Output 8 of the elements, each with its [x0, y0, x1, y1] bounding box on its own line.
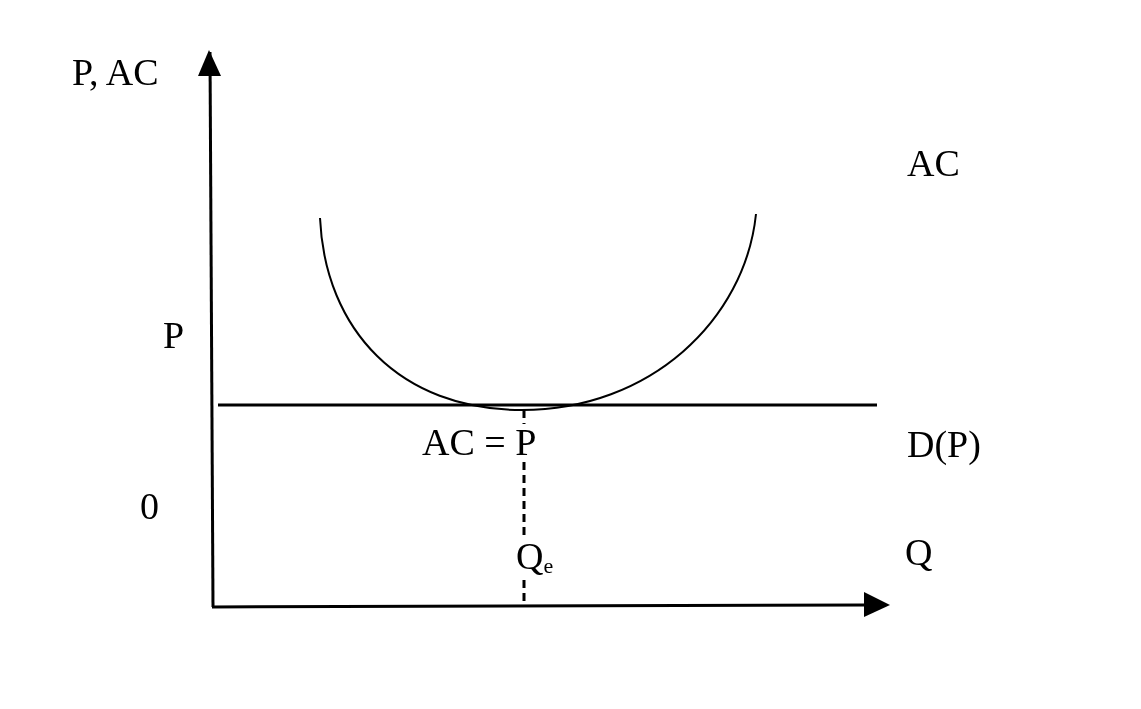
axis-label: P, AC — [72, 53, 159, 91]
curve-label: AC — [907, 144, 960, 182]
origin-label: 0 — [140, 487, 159, 525]
demand-label: D(P) — [907, 425, 981, 463]
equilibrium-label: AC = P — [422, 423, 537, 461]
price-label: P — [163, 316, 185, 354]
quantity-label: Q$_{e}$ — [516, 537, 554, 577]
axis-label: Q — [905, 533, 933, 571]
